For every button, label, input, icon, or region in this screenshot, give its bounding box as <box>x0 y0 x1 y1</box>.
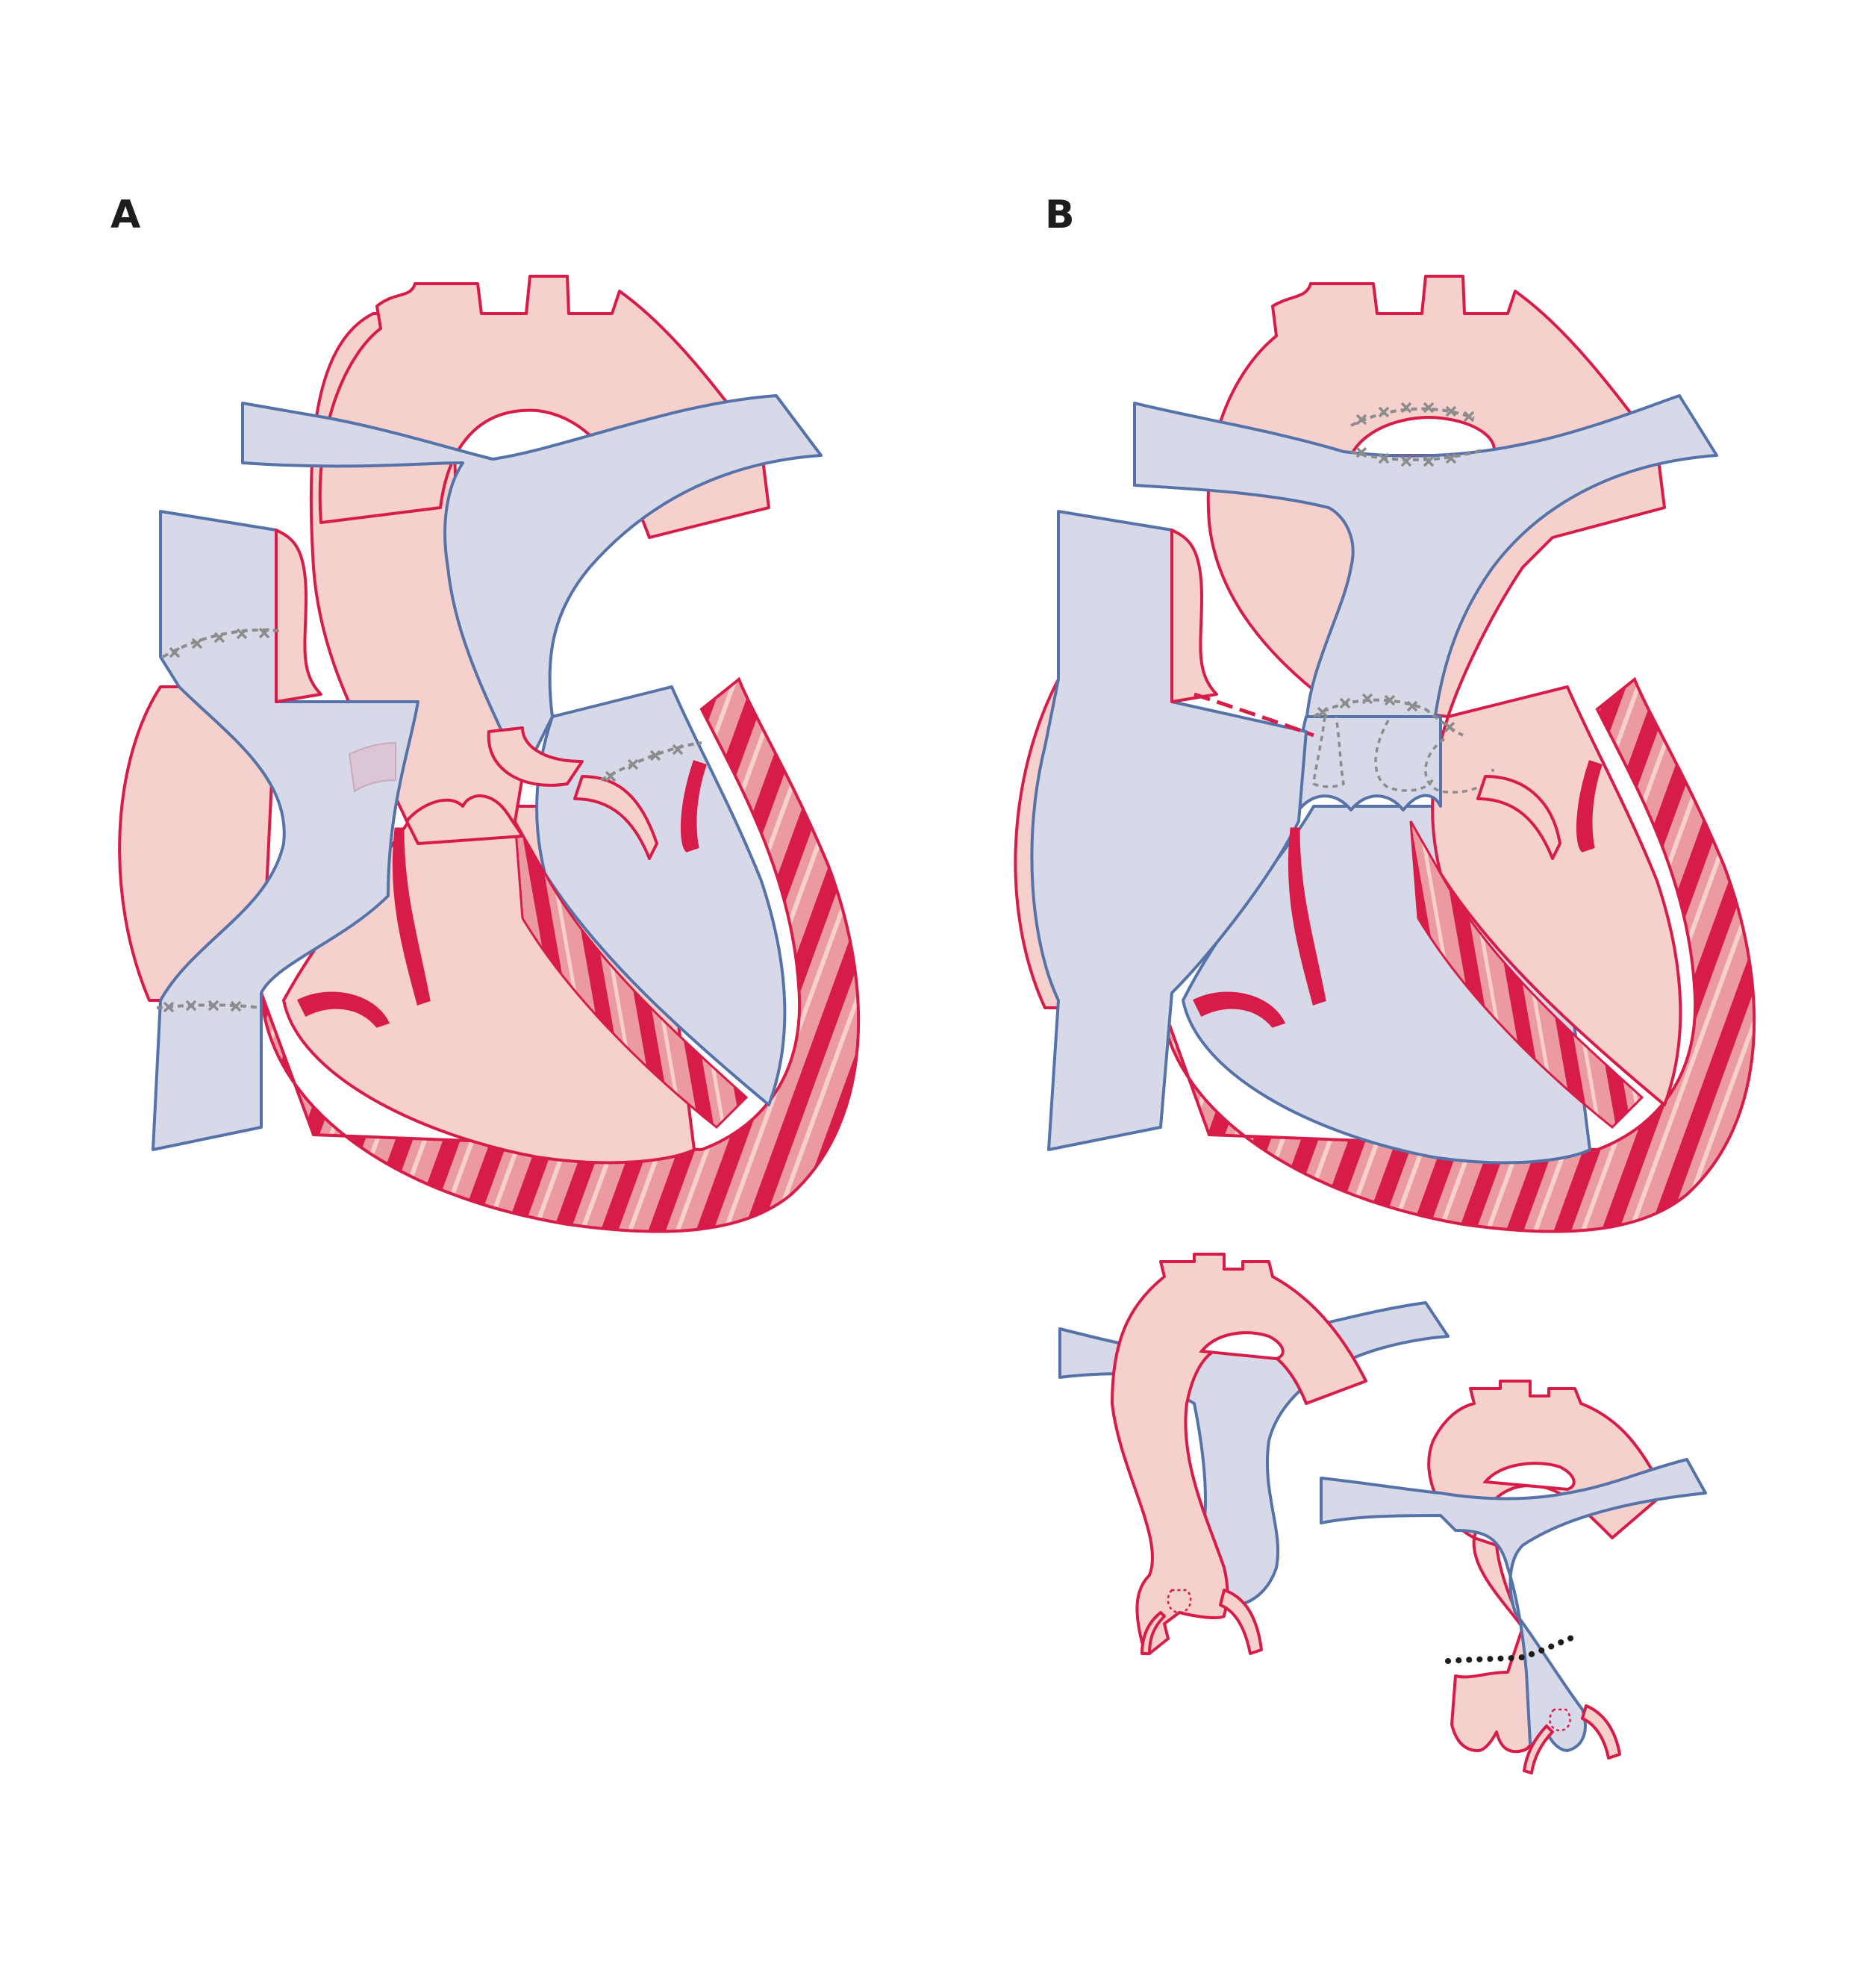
inset2-coronary-branch <box>1581 1704 1621 1760</box>
inset2-pulmonary <box>1320 1458 1707 1752</box>
pulmonary-trunk-b <box>1133 394 1718 733</box>
trabecula-a-2 <box>296 991 390 1028</box>
panel-b-label: B <box>1045 193 1075 237</box>
ventricle-wall-a <box>260 676 861 1233</box>
coronary-branch-a <box>573 775 658 860</box>
inset-1 <box>1058 1253 1450 1655</box>
suture-ivc-x-a <box>163 1000 242 1013</box>
coronary-branch-b <box>1476 775 1561 860</box>
arch-opening-b <box>1348 416 1496 457</box>
panel-a-label: A <box>110 193 140 237</box>
panel-a: A <box>110 193 861 1233</box>
pulmonary-trunk-a <box>241 394 823 778</box>
ventricle-wall-b <box>1159 676 1756 1233</box>
superior-vena-cava-a <box>152 510 419 1151</box>
suture-root-b <box>1312 698 1464 737</box>
trabecula-b-1 <box>1288 827 1326 1006</box>
suture-arch-top-b <box>1350 407 1475 427</box>
patch-a <box>348 741 396 793</box>
septum-a <box>514 820 749 1129</box>
coronary-origin-a <box>487 726 584 787</box>
inset1-coronary-stub <box>1140 1611 1166 1655</box>
suture-svc-top-x-a <box>169 627 270 658</box>
inset-2 <box>1320 1380 1707 1774</box>
trabecula-b-3 <box>1576 760 1603 853</box>
suture-right-x-a <box>605 744 684 782</box>
inset2-anastomosis-line <box>1445 1632 1582 1664</box>
panel-b: B <box>1014 193 1756 1233</box>
superior-vena-cava-b <box>1030 510 1308 1151</box>
suture-arch-top-x-b <box>1355 402 1475 426</box>
neo-root-b <box>1293 715 1442 811</box>
inset2-coronary-button <box>1549 1708 1571 1732</box>
inset1-coronary-branch <box>1219 1589 1263 1655</box>
coronary-button-left-b <box>1312 716 1345 788</box>
suture-arch-bottom-x-b <box>1355 446 1457 467</box>
trabecula-a-1 <box>392 827 431 1006</box>
inset1-arch-opening <box>1199 1331 1285 1361</box>
svc-atrial-window-b <box>1170 529 1218 703</box>
svc-atrial-window-a <box>275 529 322 703</box>
trabecula-b-2 <box>1192 991 1286 1028</box>
coronary-button-center-b <box>1374 720 1435 792</box>
septum-b <box>1409 820 1644 1129</box>
trabecula-a-3 <box>680 760 707 853</box>
aortic-valve-a <box>405 794 524 845</box>
inset2-arch-opening <box>1482 1462 1576 1492</box>
suture-root-x-b <box>1317 693 1455 733</box>
inset1-aorta <box>1111 1253 1367 1655</box>
inset2-coronary-stub <box>1523 1724 1554 1774</box>
